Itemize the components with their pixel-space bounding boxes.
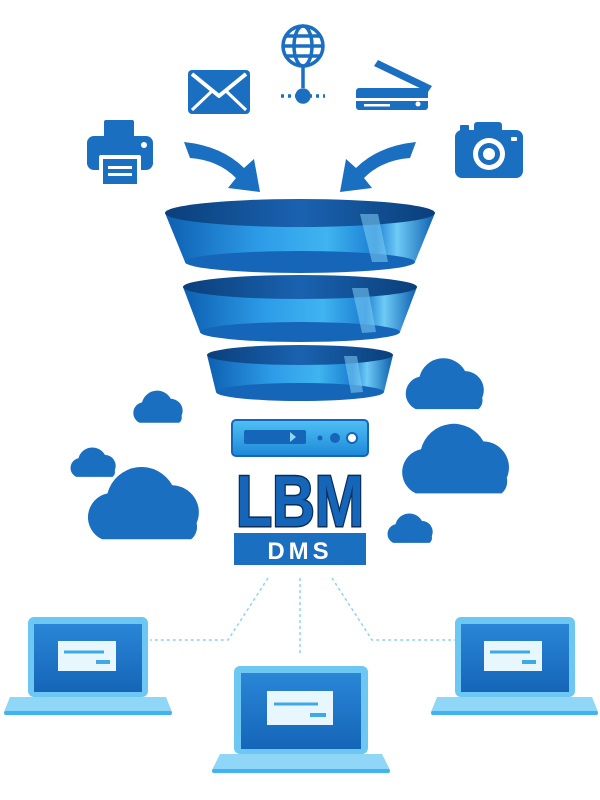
laptop-center xyxy=(212,666,390,773)
lbm-logo: LBM DMS xyxy=(234,461,366,565)
funnel xyxy=(165,199,435,401)
network-connections xyxy=(150,577,455,656)
cloud-icon xyxy=(402,423,509,494)
arrow-left-icon xyxy=(184,142,260,192)
funnel-ring-middle xyxy=(183,275,417,342)
arrow-right-icon xyxy=(340,142,416,192)
mail-icon xyxy=(188,70,250,114)
funnel-ring-bottom xyxy=(207,345,393,401)
dms-badge xyxy=(234,533,366,565)
server-unit xyxy=(231,419,369,457)
cloud-icon xyxy=(387,513,433,543)
printer-icon xyxy=(87,120,153,187)
logo-product: DMS xyxy=(267,538,332,565)
cloud-icon xyxy=(405,358,484,410)
scanner-icon xyxy=(356,60,432,110)
camera-icon xyxy=(455,122,523,178)
cloud-icon xyxy=(133,390,183,423)
cloud-icon xyxy=(70,447,116,477)
logo-wordmark: LBM xyxy=(236,462,364,542)
funnel-ring-top xyxy=(165,199,435,273)
laptop-left xyxy=(4,617,172,715)
cloud-icon xyxy=(87,467,199,540)
globe-network-icon xyxy=(281,24,325,104)
laptop-right xyxy=(431,617,598,715)
